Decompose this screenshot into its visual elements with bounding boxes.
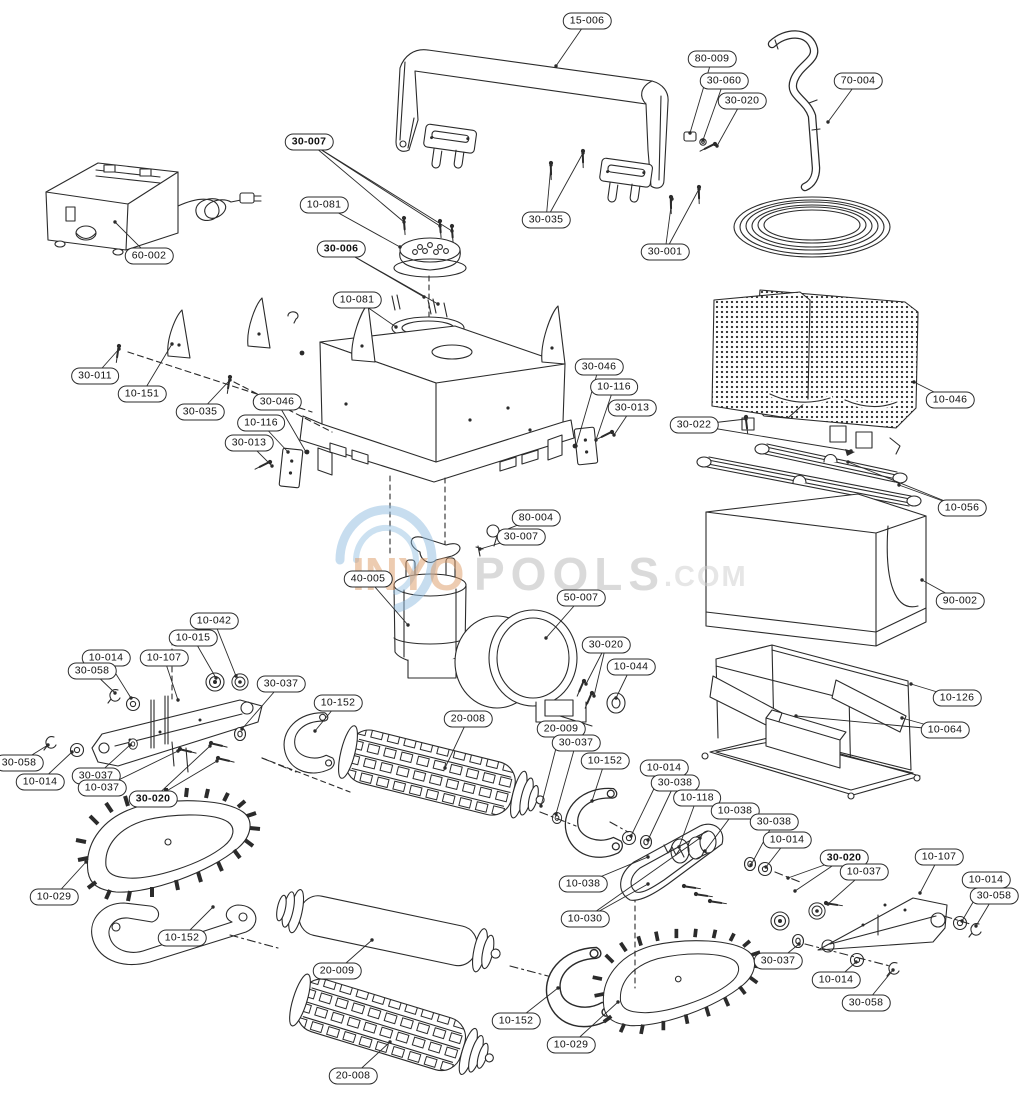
part-label-80-009: 80-009 (687, 50, 737, 68)
part-label-10-014: 10-014 (762, 831, 812, 849)
part-label-10-030: 10-030 (560, 910, 610, 928)
part-label-10-014: 10-014 (639, 759, 689, 777)
part-label-30-058: 30-058 (0, 754, 44, 772)
part-label-10-081: 10-081 (299, 196, 349, 214)
part-label-10-152: 10-152 (491, 1012, 541, 1030)
main-body (299, 303, 575, 557)
part-label-10-116: 10-116 (590, 378, 638, 396)
pump-volute (454, 609, 626, 727)
part-label-30-038: 30-038 (749, 813, 799, 831)
part-label-30-035: 30-035 (521, 211, 571, 229)
part-label-30-007: 30-007 (496, 528, 546, 546)
part-label-30-020: 30-020 (581, 636, 631, 654)
part-label-10-152: 10-152 (580, 752, 630, 770)
part-label-80-004: 80-004 (511, 509, 561, 527)
filter-screen (711, 289, 919, 455)
part-label-30-001: 30-001 (640, 243, 690, 261)
part-label-50-007: 50-007 (556, 589, 606, 607)
part-label-30-046: 30-046 (574, 358, 624, 376)
part-label-30-058: 30-058 (841, 994, 891, 1012)
part-label-10-014: 10-014 (961, 871, 1011, 889)
smooth-roller (229, 885, 549, 977)
part-label-30-020: 30-020 (128, 790, 178, 808)
part-label-30-007: 30-007 (284, 133, 334, 151)
right-side-plate (680, 880, 982, 977)
part-label-20-008: 20-008 (443, 710, 493, 728)
part-label-10-056: 10-056 (937, 499, 987, 517)
part-label-20-009: 20-009 (536, 720, 586, 738)
part-label-10-044: 10-044 (606, 658, 656, 676)
part-label-10-014: 10-014 (15, 773, 65, 791)
handle-assembly (395, 49, 669, 203)
debris-bag (705, 493, 927, 647)
part-label-30-058: 30-058 (67, 662, 117, 680)
part-label-10-064: 10-064 (920, 721, 970, 739)
part-label-15-006: 15-006 (562, 12, 612, 30)
float-straps (696, 443, 922, 507)
part-label-30-020: 30-020 (717, 92, 767, 110)
power-supply (45, 162, 262, 256)
mounting-plates (252, 426, 616, 489)
part-label-70-004: 70-004 (833, 72, 883, 90)
part-label-30-013: 30-013 (224, 434, 274, 452)
part-label-10-029: 10-029 (546, 1036, 596, 1054)
part-label-10-152: 10-152 (157, 929, 207, 947)
guide-arm-left (91, 902, 257, 966)
part-label-10-042: 10-042 (189, 612, 239, 630)
part-label-10-081: 10-081 (332, 291, 382, 309)
part-label-30-046: 30-046 (252, 393, 302, 411)
part-label-10-014: 10-014 (811, 971, 861, 989)
part-label-10-152: 10-152 (313, 694, 363, 712)
part-label-10-015: 10-015 (168, 629, 218, 647)
part-label-10-118: 10-118 (673, 789, 721, 807)
part-label-90-002: 90-002 (935, 592, 985, 610)
axis-dash (261, 757, 577, 827)
part-label-30-037: 30-037 (753, 952, 803, 970)
hose-hanger (767, 30, 821, 192)
part-label-30-011: 30-011 (71, 367, 119, 385)
part-label-10-107: 10-107 (914, 848, 964, 866)
part-label-30-020: 30-020 (819, 849, 869, 867)
part-label-30-037: 30-037 (256, 675, 306, 693)
part-label-30-058: 30-058 (969, 887, 1019, 905)
cord-coil (733, 196, 891, 258)
part-label-10-107: 10-107 (139, 649, 189, 667)
part-label-10-037: 10-037 (77, 779, 127, 797)
part-label-30-060: 30-060 (699, 72, 749, 90)
part-label-10-116: 10-116 (237, 414, 285, 432)
part-label-10-037: 10-037 (839, 863, 889, 881)
part-label-30-013: 30-013 (607, 399, 657, 417)
part-label-20-009: 20-009 (312, 962, 362, 980)
part-label-60-002: 60-002 (124, 247, 174, 265)
part-label-40-005: 40-005 (343, 570, 393, 588)
part-label-10-038: 10-038 (558, 875, 608, 893)
pump-motor (393, 536, 526, 694)
part-label-10-038: 10-038 (710, 802, 760, 820)
part-label-10-151: 10-151 (117, 385, 167, 403)
part-label-20-008: 20-008 (328, 1067, 378, 1085)
frame-rack (701, 644, 921, 800)
part-label-10-029: 10-029 (29, 888, 79, 906)
part-label-30-035: 30-035 (175, 403, 225, 421)
part-label-30-006: 30-006 (316, 240, 366, 258)
watermark-com: .COM (664, 561, 748, 593)
part-label-10-126: 10-126 (932, 689, 982, 707)
part-label-30-022: 30-022 (669, 416, 719, 434)
fins (109, 297, 333, 433)
strainer-cover (391, 214, 467, 353)
part-label-10-046: 10-046 (925, 391, 975, 409)
part-label-30-037: 30-037 (551, 734, 601, 752)
